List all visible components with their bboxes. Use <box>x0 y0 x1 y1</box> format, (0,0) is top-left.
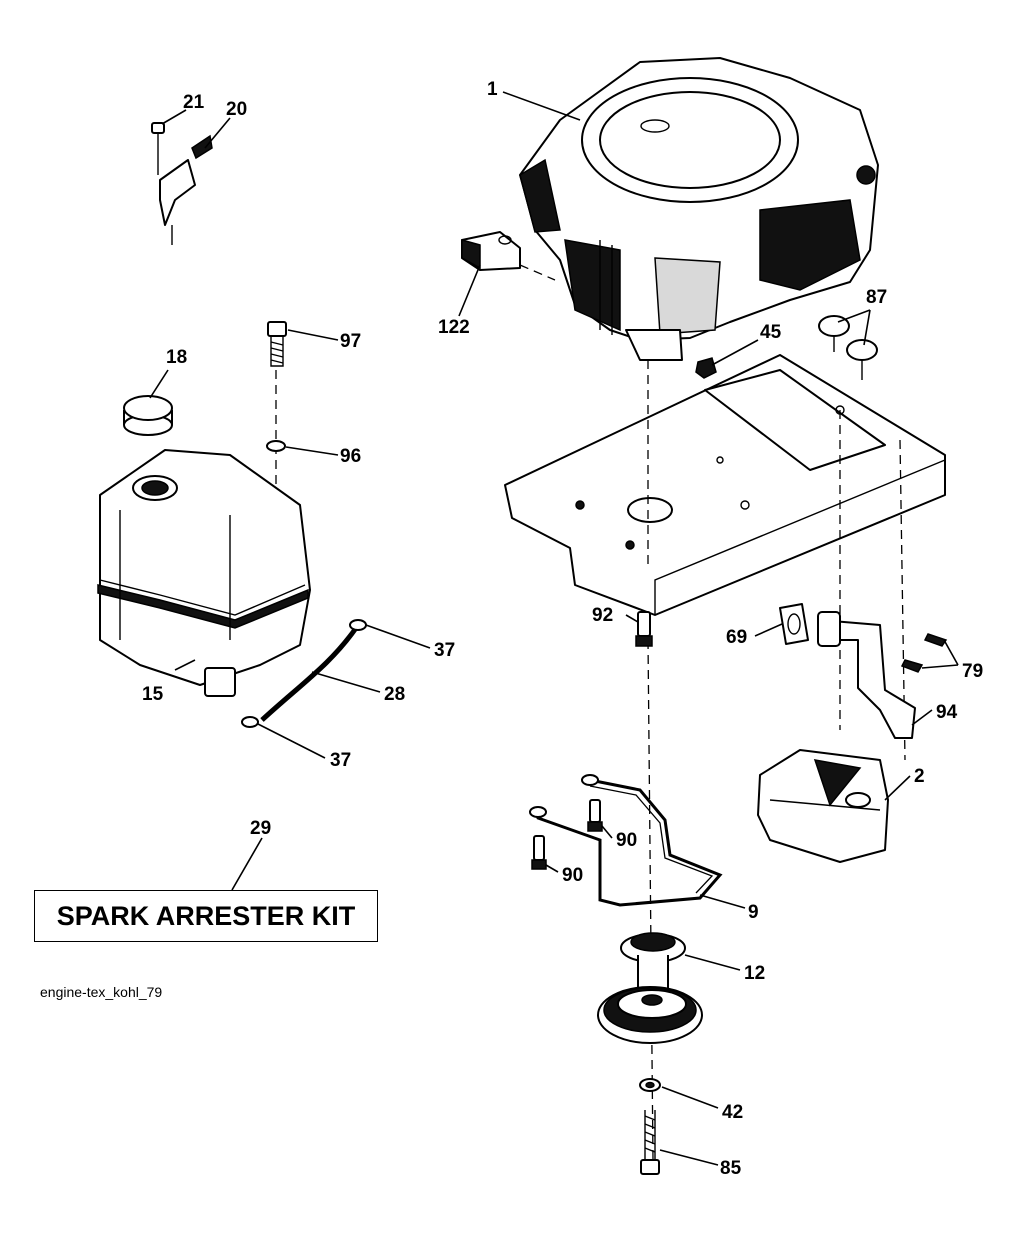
callout-labels: 1 122 45 87 21 20 18 97 96 37 28 15 37 2… <box>142 79 983 1179</box>
callout-94: 94 <box>936 702 958 723</box>
part-90-bolt-upper <box>587 799 603 832</box>
callout-2: 2 <box>914 766 925 787</box>
part-96-washer <box>266 440 286 452</box>
callout-122: 122 <box>438 317 470 338</box>
callout-87: 87 <box>866 287 887 308</box>
callout-1: 1 <box>487 79 498 100</box>
callout-97: 97 <box>340 331 361 352</box>
part-45-nut <box>695 357 717 379</box>
spark-arrester-kit-label: SPARK ARRESTER KIT <box>56 900 356 931</box>
callout-29: 29 <box>250 818 271 839</box>
frame-plate <box>504 354 946 616</box>
part-9-bracket <box>529 774 723 907</box>
callout-9: 9 <box>748 902 759 923</box>
diagram-file-name: engine-tex_kohl_79 <box>40 984 163 1000</box>
callout-42: 42 <box>722 1102 743 1123</box>
part-85-bolt <box>640 1110 660 1175</box>
callout-69: 69 <box>726 627 747 648</box>
part-94-exhaust-pipe <box>817 611 916 739</box>
callout-90-upper: 90 <box>616 830 637 851</box>
part-42-washer <box>639 1078 661 1092</box>
part-69-gasket <box>779 603 809 645</box>
part-37-clamp-lower <box>241 716 259 728</box>
callout-90-lower: 90 <box>562 865 583 886</box>
callout-21: 21 <box>183 92 205 113</box>
leader-lines <box>149 91 959 1166</box>
part-122 <box>461 231 556 281</box>
spark-arrester-kit-box: SPARK ARRESTER KIT <box>34 890 378 942</box>
part-20-21-bracket <box>151 122 213 245</box>
part-97-bolt <box>267 321 287 367</box>
callout-20: 20 <box>226 99 247 120</box>
part-12-pulley <box>597 932 703 1044</box>
part-28-fuel-line <box>260 626 359 722</box>
callout-92: 92 <box>592 605 613 626</box>
callout-45: 45 <box>760 322 782 343</box>
engine <box>519 57 879 361</box>
part-92-bolt <box>635 611 653 647</box>
part-18-fuel-cap <box>123 395 173 436</box>
part-90-bolt-lower <box>531 835 547 870</box>
part-87-bolts <box>818 315 878 380</box>
callout-15: 15 <box>142 684 164 705</box>
part-2-muffler <box>757 749 889 863</box>
part-15-fuel-tank <box>97 449 311 697</box>
callout-28: 28 <box>384 684 405 705</box>
callout-79: 79 <box>962 661 983 682</box>
callout-12: 12 <box>744 963 765 984</box>
callout-85: 85 <box>720 1158 742 1179</box>
callout-37-lower: 37 <box>330 750 351 771</box>
callout-18: 18 <box>166 347 187 368</box>
part-37-clamp-upper <box>349 619 367 631</box>
callout-96: 96 <box>340 446 361 467</box>
callout-37-upper: 37 <box>434 640 455 661</box>
part-79-bolts <box>900 633 948 673</box>
